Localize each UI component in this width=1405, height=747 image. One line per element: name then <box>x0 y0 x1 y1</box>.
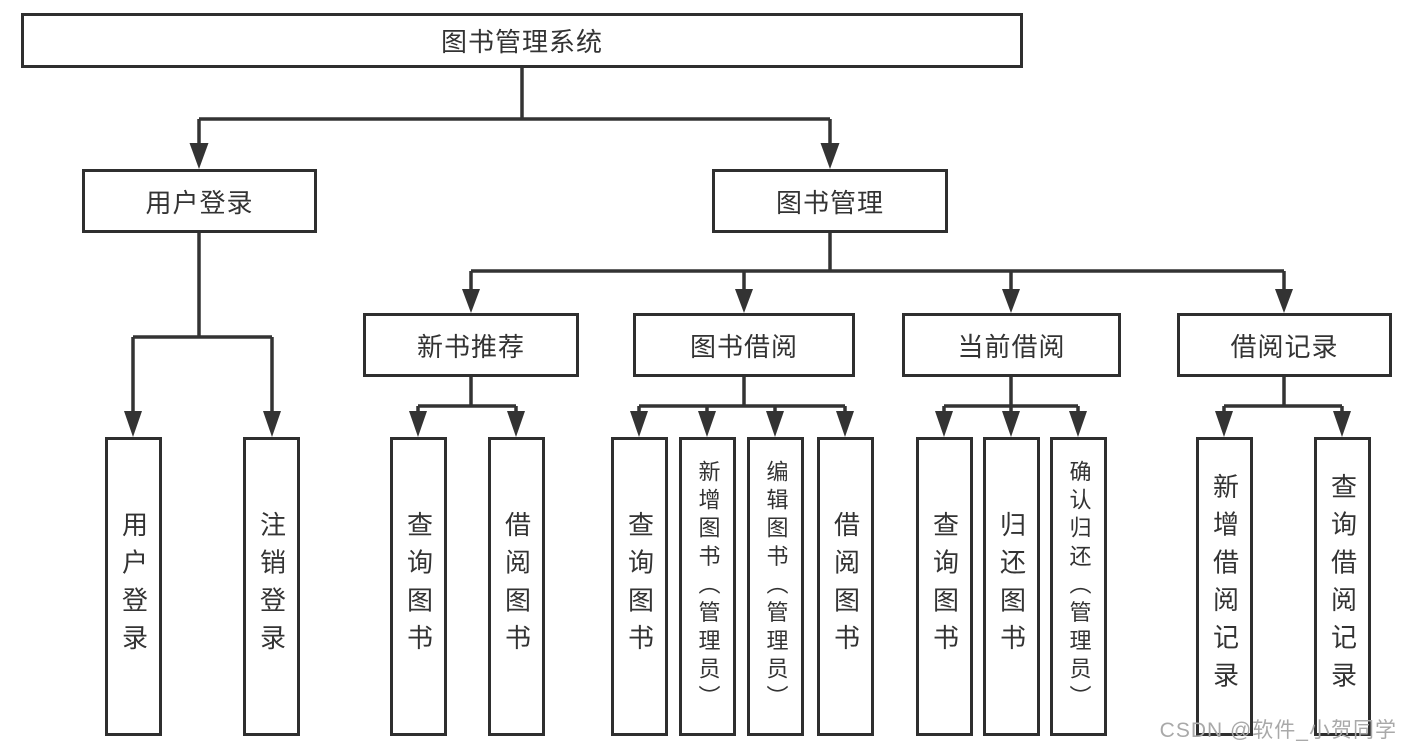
leaf-query-books-3-label: 查询图书 <box>929 511 960 662</box>
leaf-borrow-books-2: 借阅图书 <box>817 437 874 736</box>
node-current-borrow-label: 当前借阅 <box>957 331 1066 362</box>
node-root-label: 图书管理系统 <box>440 27 603 57</box>
csdn-watermark: CSDN @软件_小贺同学 <box>1159 719 1397 742</box>
leaf-add-borrow-record: 新增借阅记录 <box>1196 437 1253 736</box>
leaf-query-books-2-label: 查询图书 <box>624 511 655 662</box>
node-borrow-records: 借阅记录 <box>1177 313 1392 377</box>
leaf-return-books-label: 归还图书 <box>996 511 1027 662</box>
leaf-edit-books-admin: 编辑图书（管理员） <box>747 437 804 736</box>
node-borrow-records-label: 借阅记录 <box>1230 331 1339 362</box>
leaf-logout: 注销登录 <box>243 437 300 736</box>
node-book-borrow-label: 图书借阅 <box>689 331 798 362</box>
leaf-add-borrow-record-label: 新增借阅记录 <box>1209 473 1240 700</box>
leaf-query-books-1-label: 查询图书 <box>403 511 434 662</box>
node-new-book-recommend: 新书推荐 <box>363 313 579 377</box>
node-current-borrow: 当前借阅 <box>902 313 1121 377</box>
node-book-management: 图书管理 <box>712 169 948 233</box>
leaf-return-books: 归还图书 <box>983 437 1040 736</box>
node-user-login: 用户登录 <box>82 169 317 233</box>
node-book-management-label: 图书管理 <box>775 187 884 218</box>
node-book-borrow: 图书借阅 <box>633 313 855 377</box>
leaf-query-books-2: 查询图书 <box>611 437 668 736</box>
node-user-login-label: 用户登录 <box>145 187 254 218</box>
leaf-borrow-books-1: 借阅图书 <box>488 437 545 736</box>
leaf-edit-books-admin-label: 编辑图书（管理员） <box>763 459 789 714</box>
leaf-query-borrow-record-label: 查询借阅记录 <box>1327 473 1358 700</box>
leaf-query-borrow-record: 查询借阅记录 <box>1314 437 1371 736</box>
leaf-user-login-label: 用户登录 <box>118 511 149 662</box>
leaf-borrow-books-1-label: 借阅图书 <box>501 511 532 662</box>
node-root: 图书管理系统 <box>21 13 1023 68</box>
node-new-book-recommend-label: 新书推荐 <box>416 331 525 362</box>
leaf-confirm-return-admin: 确认归还（管理员） <box>1050 437 1107 736</box>
leaf-add-books-admin: 新增图书（管理员） <box>679 437 736 736</box>
leaf-add-books-admin-label: 新增图书（管理员） <box>695 459 721 714</box>
leaf-confirm-return-admin-label: 确认归还（管理员） <box>1066 459 1092 714</box>
leaf-borrow-books-2-label: 借阅图书 <box>830 511 861 662</box>
leaf-query-books-1: 查询图书 <box>390 437 447 736</box>
leaf-query-books-3: 查询图书 <box>916 437 973 736</box>
leaf-logout-label: 注销登录 <box>256 511 287 662</box>
arrow-heads <box>124 143 1351 437</box>
leaf-user-login: 用户登录 <box>105 437 162 736</box>
